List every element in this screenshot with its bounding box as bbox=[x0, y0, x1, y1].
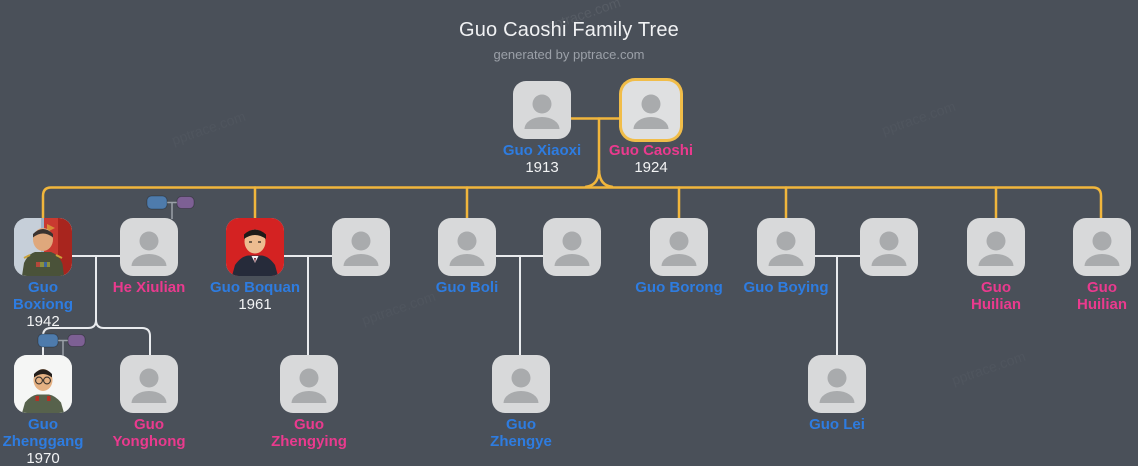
person-name: He Xiulian bbox=[112, 279, 186, 296]
person-label: Guo Zhengying bbox=[244, 416, 374, 450]
person-silhouette-icon bbox=[449, 231, 485, 266]
person-name: Guo Xiaoxi bbox=[502, 142, 582, 159]
person-birth-year: 1924 bbox=[634, 159, 668, 176]
person-label: Guo Boying bbox=[721, 279, 851, 296]
person-node-guo-huilian-2[interactable] bbox=[1073, 218, 1131, 276]
person-label: Guo Borong bbox=[614, 279, 744, 296]
collapsed-couple-icon[interactable] bbox=[145, 194, 209, 220]
person-node-guo-lei[interactable] bbox=[808, 355, 866, 413]
person-silhouette-icon bbox=[131, 368, 167, 403]
page-subtitle: generated by pptrace.com bbox=[493, 47, 645, 62]
person-label: Guo Huilian bbox=[931, 279, 1061, 313]
person-node-guo-caoshi[interactable] bbox=[622, 81, 680, 139]
person-name: Guo Boli bbox=[435, 279, 499, 296]
header: Guo Caoshi Family Tree generated by pptr… bbox=[0, 19, 1138, 62]
person-name: Guo Yonghong bbox=[112, 416, 186, 450]
person-label: Guo Huilian bbox=[1037, 279, 1138, 313]
person-label: Guo Caoshi 1924 bbox=[586, 142, 716, 176]
person-node-guo-boquan[interactable] bbox=[226, 218, 284, 276]
person-silhouette-icon bbox=[633, 94, 669, 129]
person-node-spouse-of-guo-boquan[interactable] bbox=[332, 218, 390, 276]
person-label: Guo Zhenggang 1970 bbox=[0, 416, 108, 466]
person-label: Guo Boli bbox=[402, 279, 532, 296]
person-node-guo-zhengye[interactable] bbox=[492, 355, 550, 413]
person-silhouette-icon bbox=[871, 231, 907, 266]
portrait-photo bbox=[14, 355, 72, 413]
person-label: Guo Boquan 1961 bbox=[190, 279, 320, 313]
person-node-guo-huilian-1[interactable] bbox=[967, 218, 1025, 276]
portrait-photo bbox=[14, 218, 72, 276]
person-name: Guo Zhengye bbox=[490, 416, 552, 450]
person-node-guo-borong[interactable] bbox=[650, 218, 708, 276]
person-node-guo-boli[interactable] bbox=[438, 218, 496, 276]
person-node-guo-zhengying[interactable] bbox=[280, 355, 338, 413]
portrait-photo bbox=[226, 218, 284, 276]
person-name: Guo Huilian bbox=[970, 279, 1021, 313]
person-name: Guo Borong bbox=[635, 279, 723, 296]
person-birth-year: 1970 bbox=[26, 450, 60, 466]
collapsed-couple-icon[interactable] bbox=[36, 332, 100, 358]
person-silhouette-icon bbox=[291, 368, 327, 403]
person-name: Guo Lei bbox=[809, 416, 865, 433]
person-birth-year: 1942 bbox=[26, 313, 60, 330]
person-silhouette-icon bbox=[554, 231, 590, 266]
person-node-he-xiulian[interactable] bbox=[120, 218, 178, 276]
person-name: Guo Huilian bbox=[1076, 279, 1127, 313]
person-silhouette-icon bbox=[1084, 231, 1120, 266]
person-silhouette-icon bbox=[978, 231, 1014, 266]
person-silhouette-icon bbox=[768, 231, 804, 266]
person-node-guo-zhenggang[interactable] bbox=[14, 355, 72, 413]
person-label: Guo Lei bbox=[772, 416, 902, 433]
person-label: He Xiulian bbox=[84, 279, 214, 296]
person-label: Guo Boxiong 1942 bbox=[0, 279, 108, 330]
person-node-guo-yonghong[interactable] bbox=[120, 355, 178, 413]
person-name: Guo Caoshi bbox=[608, 142, 694, 159]
person-birth-year: 1913 bbox=[525, 159, 559, 176]
person-silhouette-icon bbox=[343, 231, 379, 266]
person-name: Guo Zhenggang bbox=[2, 416, 84, 450]
person-name: Guo Boquan bbox=[210, 279, 300, 296]
person-name: Guo Zhengying bbox=[271, 416, 347, 450]
person-silhouette-icon bbox=[503, 368, 539, 403]
person-node-guo-xiaoxi[interactable] bbox=[513, 81, 571, 139]
person-label: Guo Zhengye bbox=[456, 416, 586, 450]
person-silhouette-icon bbox=[524, 94, 560, 129]
person-silhouette-icon bbox=[661, 231, 697, 266]
person-name: Guo Boxiong bbox=[13, 279, 73, 313]
page-title: Guo Caoshi Family Tree bbox=[458, 19, 680, 41]
person-label: Guo Yonghong bbox=[84, 416, 214, 450]
person-node-guo-boxiong[interactable] bbox=[14, 218, 72, 276]
person-birth-year: 1961 bbox=[238, 296, 272, 313]
person-node-guo-boying[interactable] bbox=[757, 218, 815, 276]
person-silhouette-icon bbox=[131, 231, 167, 266]
person-label: Guo Xiaoxi 1913 bbox=[477, 142, 607, 176]
person-node-spouse-of-guo-boli[interactable] bbox=[543, 218, 601, 276]
person-silhouette-icon bbox=[819, 368, 855, 403]
person-node-spouse-of-guo-boying[interactable] bbox=[860, 218, 918, 276]
person-name: Guo Boying bbox=[743, 279, 829, 296]
